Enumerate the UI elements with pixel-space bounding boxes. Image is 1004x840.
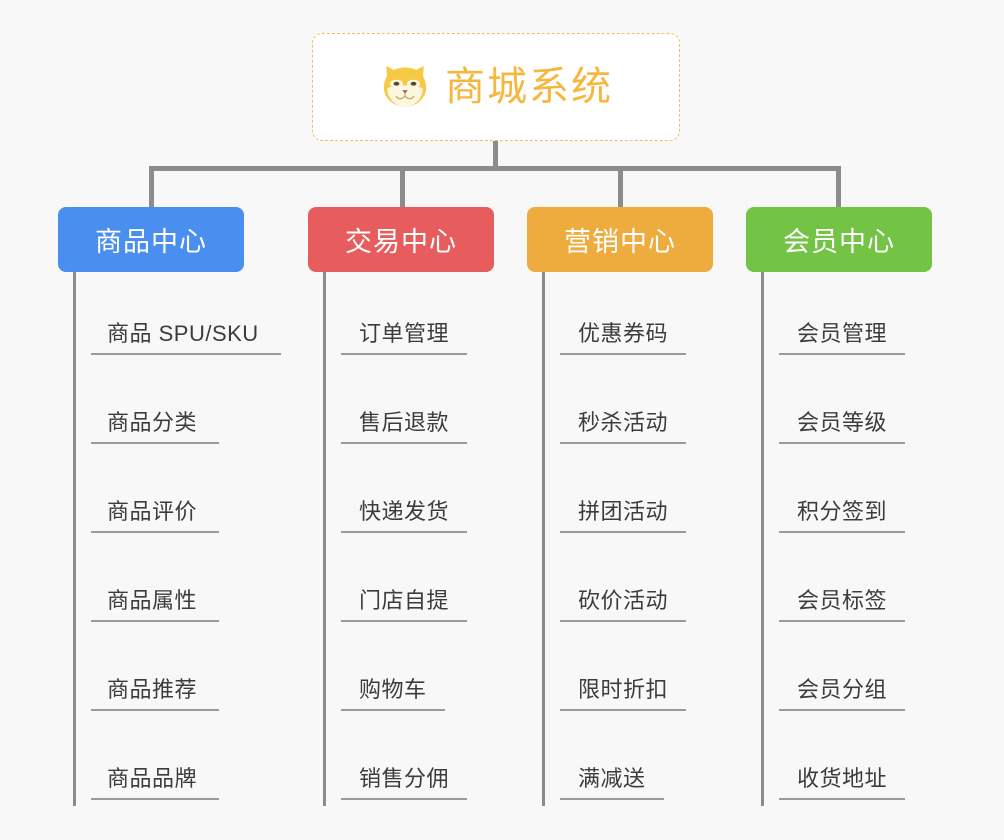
branch-header-label: 商品中心 bbox=[95, 227, 207, 257]
leaf-label: 商品属性 bbox=[91, 588, 220, 622]
branch-header-label: 营销中心 bbox=[564, 227, 676, 257]
branch-header-product[interactable]: 商品中心 bbox=[58, 207, 244, 272]
branch-header-label: 交易中心 bbox=[345, 227, 457, 257]
leaf-label: 会员等级 bbox=[779, 410, 906, 444]
branch-header-trade[interactable]: 交易中心 bbox=[308, 207, 494, 272]
connector-drop-2 bbox=[400, 166, 405, 210]
leaf-label: 拼团活动 bbox=[560, 499, 687, 533]
list-item[interactable]: 商品属性 bbox=[73, 539, 286, 628]
root-node[interactable]: 商城系统 bbox=[312, 33, 680, 141]
leaf-label: 订单管理 bbox=[341, 321, 468, 355]
leaf-label: 限时折扣 bbox=[560, 677, 687, 711]
list-item[interactable]: 销售分佣 bbox=[323, 717, 523, 806]
leaf-label: 门店自提 bbox=[341, 588, 468, 622]
list-item[interactable]: 会员标签 bbox=[761, 539, 961, 628]
leaf-label: 商品评价 bbox=[91, 499, 220, 533]
branch-header-label: 会员中心 bbox=[783, 227, 895, 257]
leaf-label: 砍价活动 bbox=[560, 588, 687, 622]
list-item[interactable]: 购物车 bbox=[323, 628, 523, 717]
leaf-label: 商品品牌 bbox=[91, 766, 220, 800]
list-item[interactable]: 商品评价 bbox=[73, 450, 286, 539]
list-item[interactable]: 门店自提 bbox=[323, 539, 523, 628]
branch-header-marketing[interactable]: 营销中心 bbox=[527, 207, 713, 272]
leaf-label: 秒杀活动 bbox=[560, 410, 687, 444]
connector-drop-4 bbox=[836, 166, 841, 210]
list-item[interactable]: 拼团活动 bbox=[542, 450, 742, 539]
leaf-label: 快递发货 bbox=[341, 499, 468, 533]
leaf-label: 售后退款 bbox=[341, 410, 468, 444]
branch-column-trade: 交易中心 订单管理 售后退款 快递发货 门店自提 购物车 销售分佣 bbox=[308, 207, 523, 806]
leaf-list-member: 会员管理 会员等级 积分签到 会员标签 会员分组 收货地址 bbox=[746, 272, 961, 806]
leaf-label: 积分签到 bbox=[779, 499, 906, 533]
leaf-label: 商品分类 bbox=[91, 410, 220, 444]
leaf-label: 优惠券码 bbox=[560, 321, 687, 355]
list-item[interactable]: 商品品牌 bbox=[73, 717, 286, 806]
list-item[interactable]: 商品分类 bbox=[73, 361, 286, 450]
list-item[interactable]: 砍价活动 bbox=[542, 539, 742, 628]
list-item[interactable]: 秒杀活动 bbox=[542, 361, 742, 450]
list-item[interactable]: 订单管理 bbox=[323, 272, 523, 361]
leaf-label: 商品推荐 bbox=[91, 677, 220, 711]
connector-horizontal-bar bbox=[149, 166, 841, 171]
list-item[interactable]: 会员等级 bbox=[761, 361, 961, 450]
list-item[interactable]: 商品推荐 bbox=[73, 628, 286, 717]
leaf-list-trade: 订单管理 售后退款 快递发货 门店自提 购物车 销售分佣 bbox=[308, 272, 523, 806]
connector-drop-1 bbox=[149, 166, 154, 210]
leaf-label: 会员管理 bbox=[779, 321, 906, 355]
shiba-dog-face-icon bbox=[383, 65, 427, 107]
leaf-list-product: 商品 SPU/SKU 商品分类 商品评价 商品属性 商品推荐 商品品牌 bbox=[58, 272, 286, 806]
leaf-label: 满减送 bbox=[560, 766, 664, 800]
connector-drop-3 bbox=[618, 166, 623, 210]
list-item[interactable]: 售后退款 bbox=[323, 361, 523, 450]
leaf-label: 收货地址 bbox=[779, 766, 906, 800]
branch-column-product: 商品中心 商品 SPU/SKU 商品分类 商品评价 商品属性 商品推荐 商品品牌 bbox=[58, 207, 286, 806]
list-item[interactable]: 会员管理 bbox=[761, 272, 961, 361]
list-item[interactable]: 收货地址 bbox=[761, 717, 961, 806]
leaf-label: 销售分佣 bbox=[341, 766, 468, 800]
connector-root-stem bbox=[493, 141, 498, 169]
leaf-label: 会员标签 bbox=[779, 588, 906, 622]
branch-header-member[interactable]: 会员中心 bbox=[746, 207, 932, 272]
branch-column-member: 会员中心 会员管理 会员等级 积分签到 会员标签 会员分组 收货地址 bbox=[746, 207, 961, 806]
leaf-label: 商品 SPU/SKU bbox=[91, 321, 281, 355]
list-item[interactable]: 商品 SPU/SKU bbox=[73, 272, 286, 361]
list-item[interactable]: 快递发货 bbox=[323, 450, 523, 539]
leaf-list-marketing: 优惠券码 秒杀活动 拼团活动 砍价活动 限时折扣 满减送 bbox=[527, 272, 742, 806]
list-item[interactable]: 限时折扣 bbox=[542, 628, 742, 717]
leaf-label: 购物车 bbox=[341, 677, 445, 711]
list-item[interactable]: 优惠券码 bbox=[542, 272, 742, 361]
list-item[interactable]: 满减送 bbox=[542, 717, 742, 806]
list-item[interactable]: 会员分组 bbox=[761, 628, 961, 717]
list-item[interactable]: 积分签到 bbox=[761, 450, 961, 539]
root-title: 商城系统 bbox=[445, 65, 613, 109]
leaf-label: 会员分组 bbox=[779, 677, 906, 711]
branch-column-marketing: 营销中心 优惠券码 秒杀活动 拼团活动 砍价活动 限时折扣 满减送 bbox=[527, 207, 742, 806]
